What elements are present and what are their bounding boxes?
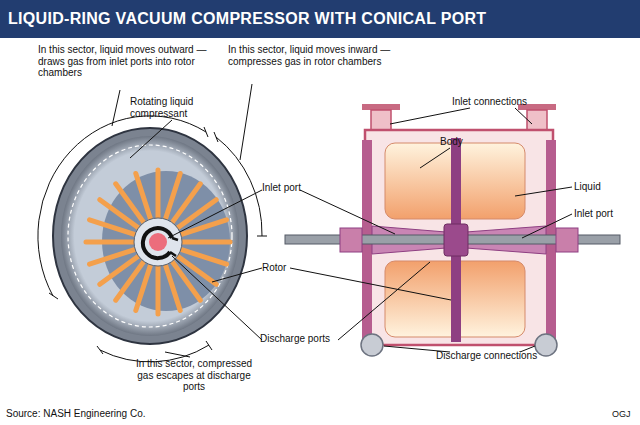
part-label: Discharge connections xyxy=(436,350,537,362)
discharge-port-mark xyxy=(170,238,178,256)
shaft-end xyxy=(149,233,167,251)
part-label: Liquid xyxy=(574,181,601,193)
casing xyxy=(53,128,247,344)
part-label: Inlet port xyxy=(574,208,613,220)
watermark: OGJ xyxy=(612,409,631,419)
sector-arcs xyxy=(38,116,262,362)
sector-ticks xyxy=(49,127,267,354)
source-credit: Source: NASH Engineering Co. xyxy=(6,408,146,420)
rotor-hub xyxy=(444,224,468,256)
rotor-vanes xyxy=(86,170,230,314)
bearing xyxy=(340,228,362,252)
part-label: Body xyxy=(440,136,463,148)
part-label: Inlet port xyxy=(262,182,301,194)
part-label: In this sector, liquid moves inward — co… xyxy=(228,44,393,67)
inlet-pipe xyxy=(527,110,547,132)
part-label: Inlet connections xyxy=(452,96,527,108)
leader-lines xyxy=(112,84,572,357)
liquid-ring xyxy=(61,136,239,336)
part-label: Discharge ports xyxy=(260,333,330,345)
part-label: In this sector, compressed gas escapes a… xyxy=(130,358,258,393)
part-label: Rotor xyxy=(262,262,286,274)
part-label: In this sector, liquid moves outward — d… xyxy=(38,44,223,79)
conical-port xyxy=(143,228,172,258)
inlet-flange xyxy=(362,104,400,110)
discharge-connection xyxy=(361,334,383,356)
part-label: Rotating liquid compressant xyxy=(130,96,212,119)
discharge-connection xyxy=(535,334,557,356)
dashed-boundary xyxy=(68,145,232,327)
inlet-pipe xyxy=(371,110,391,132)
title-bar xyxy=(0,0,640,38)
bearing xyxy=(556,228,578,252)
title: LIQUID-RING VACUUM COMPRESSOR WITH CONIC… xyxy=(8,10,486,28)
